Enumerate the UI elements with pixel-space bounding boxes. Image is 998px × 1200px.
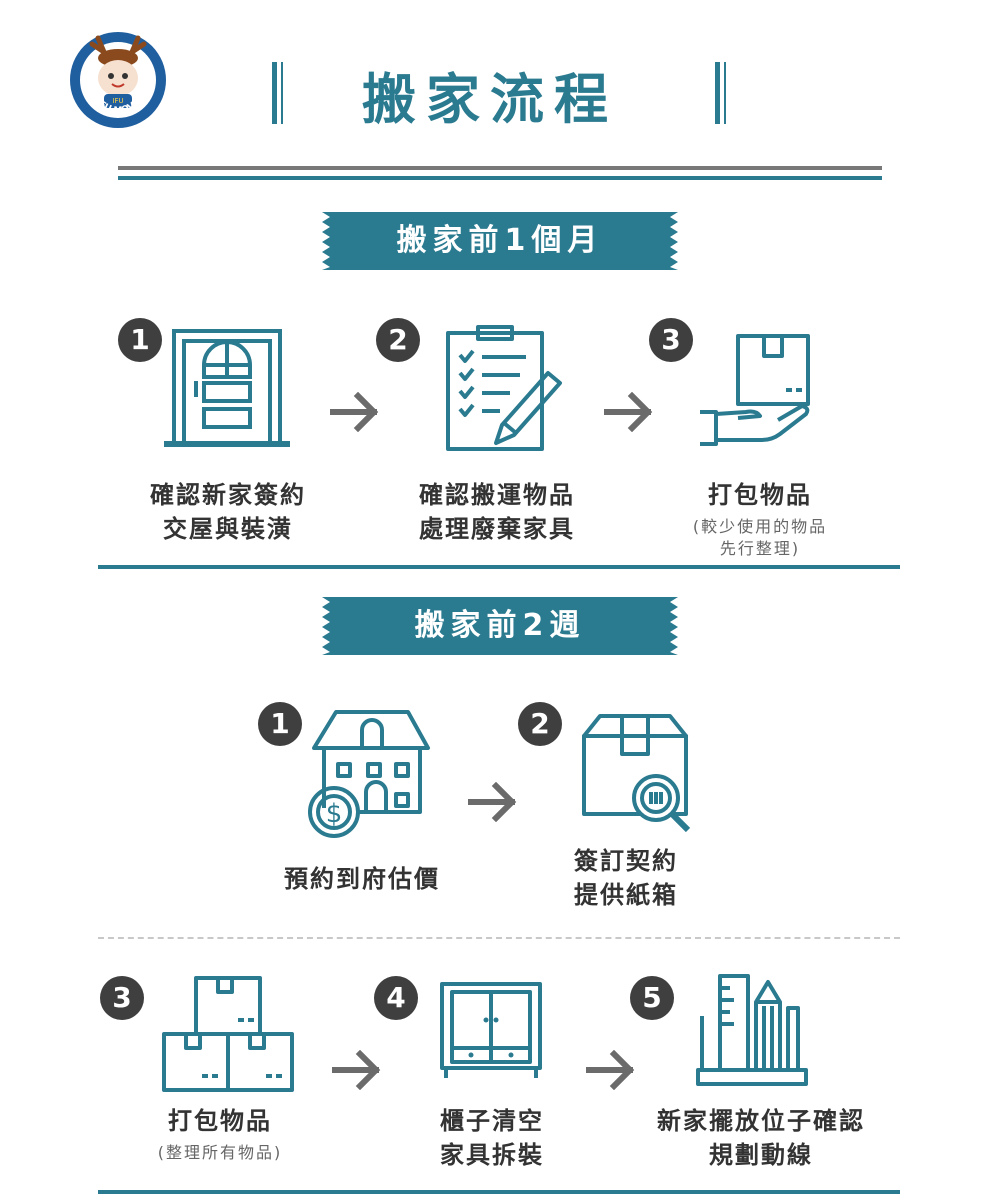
- step-label: 打包物品: [708, 481, 812, 509]
- section1-title: 搬家前1個月: [396, 223, 604, 258]
- ifu-move-logo: IFU IFU-MOVE: [68, 30, 168, 130]
- step-label: 預約到府估價: [284, 865, 440, 893]
- step-label: 確認新家簽約交屋與裝潢: [150, 481, 306, 543]
- arrow-right-icon: [330, 392, 379, 432]
- cabinet-icon: [440, 982, 542, 1078]
- section-divider: [98, 565, 900, 569]
- step-label: 簽訂契約提供紙箱: [574, 847, 678, 909]
- step-label: 櫃子清空家具拆裝: [440, 1107, 544, 1169]
- step-number-badge: 3: [649, 318, 693, 362]
- step-number-badge: 5: [630, 976, 674, 1020]
- title-left-bars: [272, 62, 283, 124]
- svg-text:$: $: [326, 799, 343, 829]
- step-label: 打包物品: [168, 1107, 272, 1135]
- section1-banner: 搬家前1個月: [322, 212, 678, 270]
- bottom-divider: [98, 1190, 900, 1194]
- arrow-right-icon: [332, 1050, 381, 1090]
- step-number-badge: 3: [100, 976, 144, 1020]
- step-number-badge: 1: [258, 702, 302, 746]
- step-note: (較少使用的物品先行整理): [692, 517, 828, 558]
- step-number-badge: 1: [118, 318, 162, 362]
- stationery-holder-icon: [696, 974, 808, 1086]
- stacked-boxes-icon: [162, 976, 294, 1092]
- svg-text:IFU: IFU: [112, 97, 123, 105]
- arrow-right-icon: [586, 1050, 635, 1090]
- hand-box-icon: [700, 334, 810, 446]
- step-number-badge: 2: [376, 318, 420, 362]
- title-right-bars: [715, 62, 726, 124]
- step-label: 確認搬運物品處理廢棄家具: [419, 481, 575, 543]
- step-number-badge: 4: [374, 976, 418, 1020]
- step-label: 新家擺放位子確認規劃動線: [657, 1107, 865, 1169]
- header-rule-gray: [118, 166, 882, 170]
- section2-banner: 搬家前2週: [322, 597, 678, 655]
- box-magnifier-icon: [582, 714, 691, 833]
- door-icon: [164, 329, 290, 447]
- clipboard-checklist-icon: [446, 325, 562, 451]
- section2-dashed-divider: [98, 937, 900, 939]
- page-title: 搬家流程: [362, 68, 618, 131]
- step-number-badge: 2: [518, 702, 562, 746]
- header-rule-teal: [118, 176, 882, 180]
- arrow-right-icon: [604, 392, 653, 432]
- section2-title: 搬家前2週: [414, 608, 586, 643]
- house-dollar-icon: $: [308, 710, 430, 838]
- arrow-right-icon: [468, 782, 517, 822]
- step-note: (整理所有物品): [157, 1143, 283, 1162]
